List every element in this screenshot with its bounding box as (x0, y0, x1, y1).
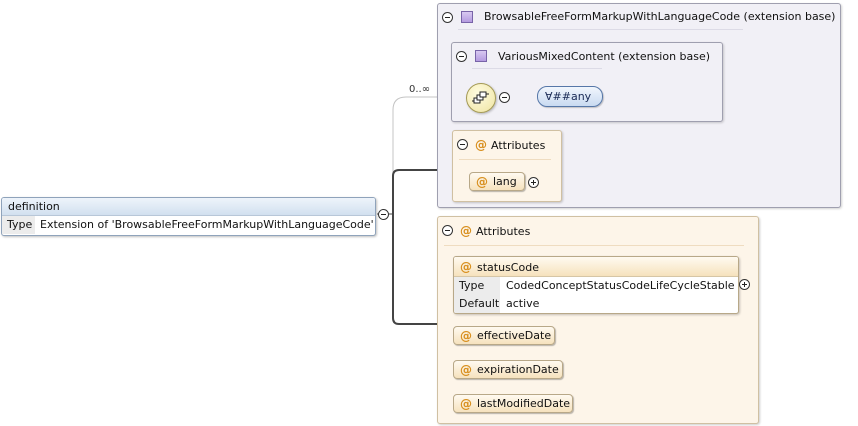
definition-type-key: Type (2, 216, 35, 234)
status-code-type-key: Type (454, 277, 500, 295)
base-type-connector (392, 96, 440, 214)
various-mixed-content-box[interactable]: VariousMixedContent (extension base) (451, 42, 723, 122)
lang-attributes-connector (392, 169, 452, 214)
definition-element[interactable]: definition Type Extension of 'BrowsableF… (1, 197, 376, 236)
status-code-default-row: Default active (454, 295, 738, 313)
status-code-expand-toggle[interactable] (739, 279, 750, 290)
occurrence-label: 0..∞ (409, 84, 431, 95)
lang-attribute-label: lang (493, 175, 517, 188)
sequence-compositor[interactable] (466, 83, 496, 113)
lang-attributes-box[interactable]: @ Attributes @ lang (452, 130, 562, 202)
status-code-default-key: Default (454, 295, 500, 313)
attributes-collapse-toggle[interactable] (442, 225, 453, 236)
attributes-header-divider (444, 245, 744, 246)
attributes-connector (392, 214, 438, 325)
mixed-content-header-divider (472, 68, 602, 69)
expiration-date-attribute[interactable]: @ expirationDate (453, 360, 563, 379)
base-type-collapse-toggle[interactable] (442, 12, 453, 23)
status-code-default-value: active (506, 297, 540, 310)
attribute-icon: @ (476, 175, 488, 189)
any-wildcard[interactable]: ∀##any (537, 86, 603, 107)
sequence-icon (472, 91, 489, 104)
status-code-type-row: Type CodedConceptStatusCodeLifeCycleStab… (454, 277, 738, 295)
base-type-title: BrowsableFreeFormMarkupWithLanguageCode … (484, 10, 836, 23)
expiration-date-label: expirationDate (477, 363, 559, 376)
lang-attributes-collapse-toggle[interactable] (457, 139, 468, 150)
attribute-icon: @ (460, 329, 472, 343)
definition-type-value: Extension of 'BrowsableFreeFormMarkupWit… (40, 218, 374, 231)
complex-type-icon (461, 11, 473, 23)
last-modified-date-label: lastModifiedDate (477, 397, 571, 410)
definition-collapse-toggle[interactable] (378, 209, 389, 220)
effective-date-attribute[interactable]: @ effectiveDate (453, 326, 555, 345)
compositor-collapse-toggle[interactable] (499, 92, 510, 103)
attributes-title: Attributes (476, 225, 531, 238)
attribute-icon: @ (460, 397, 472, 411)
lang-attributes-header-divider (459, 159, 551, 160)
base-type-box[interactable]: BrowsableFreeFormMarkupWithLanguageCode … (437, 3, 841, 208)
status-code-attribute[interactable]: @ statusCode Type CodedConceptStatusCode… (453, 256, 739, 314)
attribute-icon: @ (460, 260, 472, 274)
effective-date-label: effectiveDate (477, 329, 552, 342)
status-code-name: statusCode (477, 261, 539, 274)
complex-type-icon (475, 50, 487, 62)
attribute-icon: @ (475, 138, 487, 152)
attribute-icon: @ (460, 363, 472, 377)
lang-expand-toggle[interactable] (528, 177, 539, 188)
lang-attributes-title: Attributes (491, 139, 546, 152)
last-modified-date-attribute[interactable]: @ lastModifiedDate (453, 394, 573, 413)
base-type-header-divider (458, 29, 743, 30)
definition-type-row: Type Extension of 'BrowsableFreeFormMark… (2, 216, 375, 234)
mixed-content-title: VariousMixedContent (extension base) (498, 50, 711, 63)
mixed-content-collapse-toggle[interactable] (456, 51, 467, 62)
attributes-box[interactable]: @ Attributes @ statusCode Type CodedConc… (437, 216, 759, 424)
definition-name: definition (2, 198, 375, 216)
attribute-icon: @ (460, 224, 472, 238)
status-code-type-value: CodedConceptStatusCodeLifeCycleStable (506, 279, 735, 292)
status-code-header: @ statusCode (454, 257, 738, 277)
lang-attribute[interactable]: @ lang (469, 172, 525, 191)
